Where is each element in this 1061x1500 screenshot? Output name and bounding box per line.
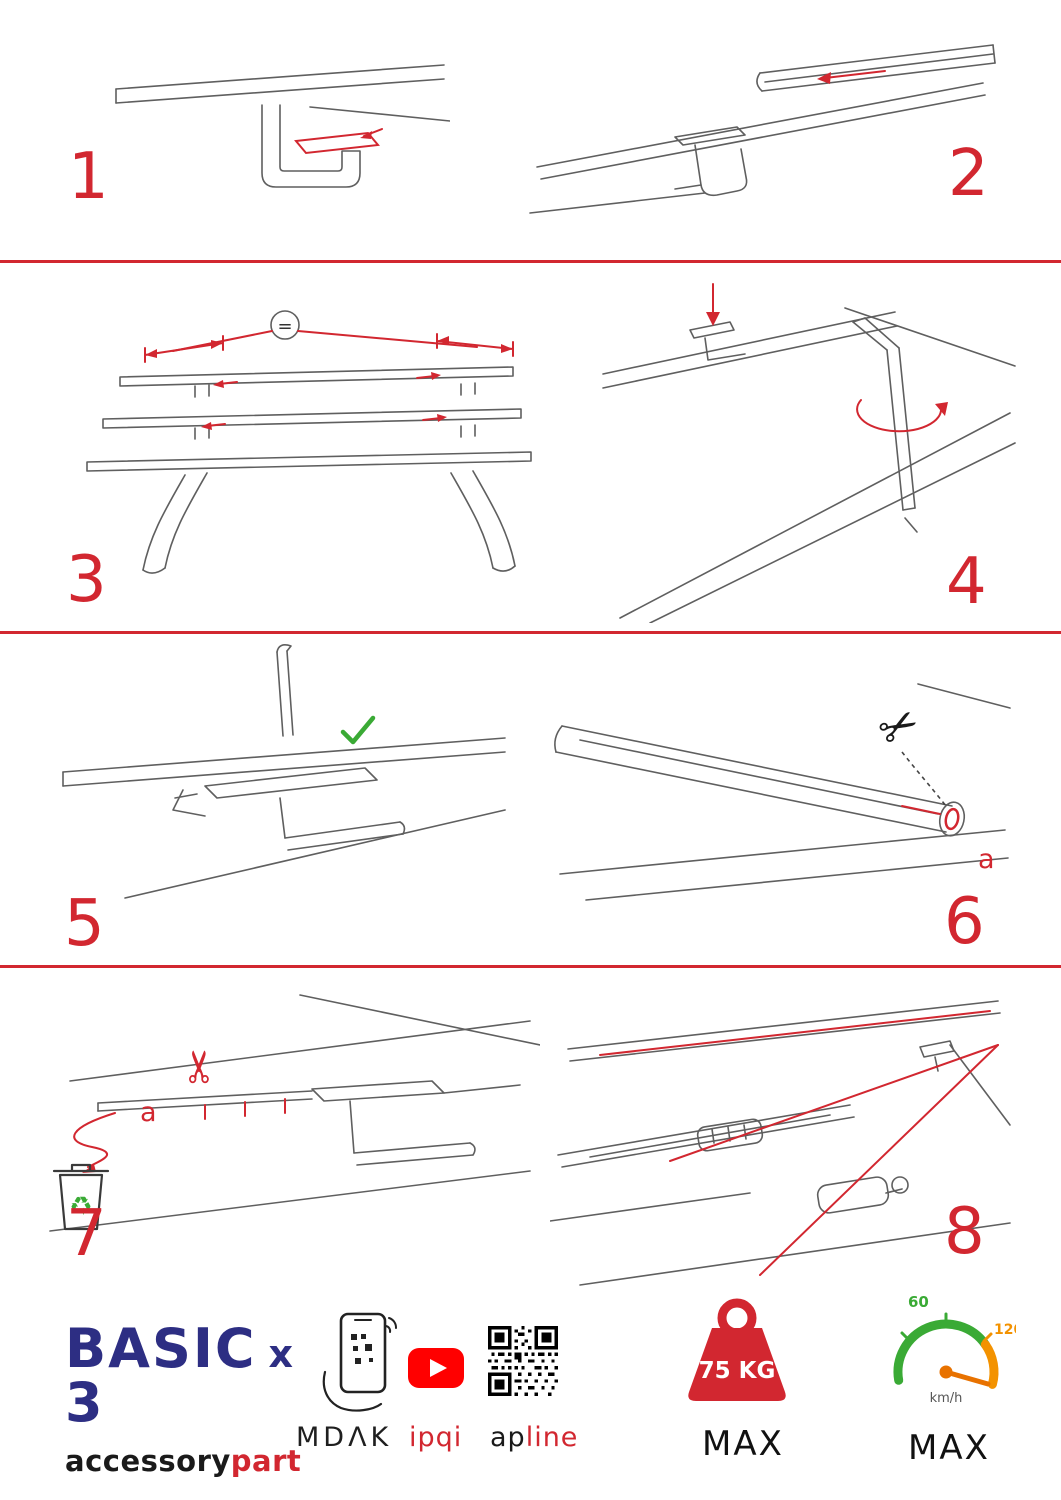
insert-arrow [706,283,720,326]
step-4-number: 4 [946,545,987,619]
slot-adapter [696,1118,764,1152]
step-4-illustration [595,278,1020,623]
section-divider [0,631,1061,634]
max-weight-icon: 75 KG [672,1296,802,1410]
step-2-number: 2 [948,137,989,211]
label-a: a [978,844,995,875]
fixing-clamp [689,321,746,361]
trash-icon: ♻ [52,1163,110,1231]
step-3-number: 3 [66,543,107,617]
speed-unit-label: km/h [930,1391,963,1406]
door-frame-lines [115,64,450,122]
t-bolt-adapter [816,1176,909,1214]
step-8-illustration [550,985,1015,1290]
brand-subtitle-red: part [230,1444,302,1478]
partner-apline-label: apline [490,1422,578,1453]
support-legs [142,470,516,574]
step-2-illustration [525,25,1005,230]
pointer-lines [172,330,478,352]
step-6-number: 6 [944,885,985,959]
check-icon [340,715,376,745]
partner-mdak-label: MDΛK [296,1422,393,1453]
section-divider [0,965,1061,968]
clamp-bracket [261,104,361,188]
clamp-assembly [172,767,406,851]
step-6-illustration: ✂ a [550,678,1015,913]
step-5-illustration [55,640,515,905]
alignment-lines [599,1010,999,1276]
qr-code [488,1326,558,1396]
roof-rails [559,683,1011,901]
clamp [674,126,748,197]
equal-sign: = [277,316,292,337]
label-a: a [140,1097,157,1128]
allen-key [852,317,918,533]
crossbar [756,44,996,92]
strip-highlight [901,805,941,815]
apline-black: ap [490,1422,526,1453]
weight-value: 75 KG [699,1358,776,1384]
door-frame [62,737,506,899]
roof-rail [529,82,986,214]
equal-spacing-badge: = [270,310,300,340]
rotate-arrow [856,399,948,433]
roof-and-rails [550,1000,1011,1286]
adjust-arrows [201,372,447,430]
step-7-number: 7 [66,1197,107,1271]
context-lines [49,994,540,1232]
brand-subtitle-black: accessory [65,1444,231,1478]
weight-max-label: MAX [702,1424,784,1464]
speed-60-label: 60 [908,1293,929,1311]
speed-max-label: MAX [908,1428,990,1468]
step-5-number: 5 [64,887,105,961]
step-8-number: 8 [944,1195,985,1269]
crossbars [86,366,532,472]
scissors-icon: ✂ [175,1048,226,1085]
speed-120-label: 120 [994,1322,1016,1338]
insert-plate [294,128,383,155]
step-7-illustration: ✂ a ♻ [40,985,540,1240]
locking-rod [276,644,294,737]
section-divider [0,260,1061,263]
cut-guide-line [901,751,947,807]
brand-name: BASIC 3 [65,1317,257,1434]
step-1-number: 1 [68,140,109,214]
slide-arrow [817,70,886,84]
dimension-arrows [144,333,514,363]
step-1-illustration [110,55,450,240]
end-clamp [919,1040,955,1072]
phone-qr-icon [315,1310,403,1412]
step-3-illustration: = [45,285,535,580]
recycle-icon: ♻ [69,1192,92,1222]
partner-ipqi-label: ipqi [409,1422,463,1453]
youtube-icon [408,1348,464,1388]
brand-subtitle: accessorypart [65,1444,301,1478]
roof-lines [602,307,1016,623]
scissors-icon: ✂ [869,693,929,759]
clamp [311,1080,521,1166]
apline-red: line [525,1422,579,1453]
cut-marks [204,1098,286,1120]
brand-quantity: x [268,1332,295,1376]
crossbar-tube [554,725,966,837]
rubber-strip-end [944,807,960,831]
speedometer-icon: 60 120 km/h [876,1290,1016,1418]
